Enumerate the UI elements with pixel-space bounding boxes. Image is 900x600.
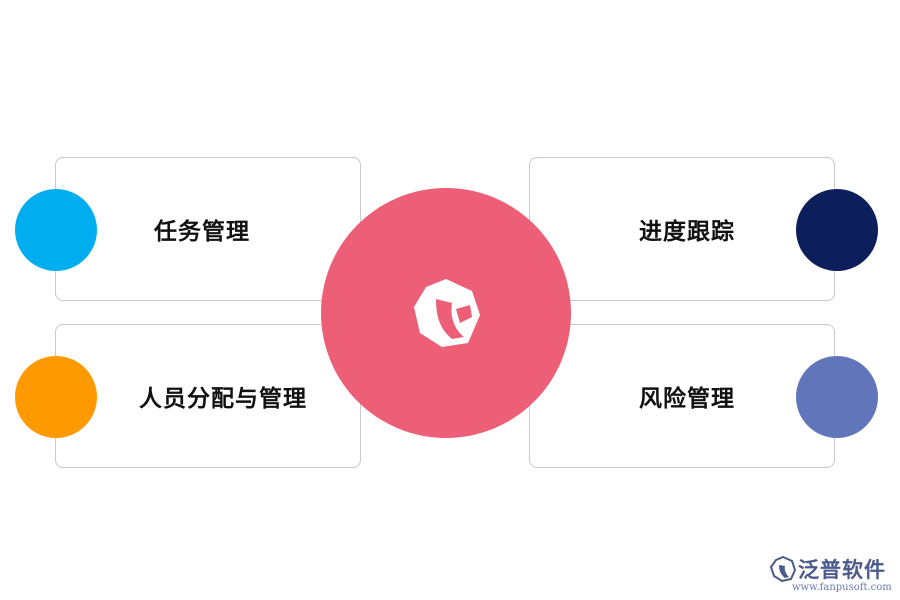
fanpu-watermark-logo-icon [770,556,796,582]
circle-marker-orange [15,356,97,438]
card-label: 风险管理 [639,386,735,412]
watermark: 泛普软件 www.fanpusoft.com [766,552,894,598]
card-label: 任务管理 [154,219,250,245]
card-risk-management: 风险管理 [529,324,835,468]
center-circle [321,188,571,438]
card-staff-allocation: 人员分配与管理 [55,324,361,468]
card-label: 人员分配与管理 [139,386,307,412]
circle-marker-periwinkle [796,356,878,438]
circle-marker-navy [796,189,878,271]
watermark-url: www.fanpusoft.com [792,582,892,593]
circle-marker-blue [15,189,97,271]
card-label: 进度跟踪 [639,219,735,245]
card-progress-tracking: 进度跟踪 [529,157,835,301]
watermark-name: 泛普软件 [798,558,886,582]
fanpu-logo-icon [414,279,480,347]
card-task-management: 任务管理 [55,157,361,301]
